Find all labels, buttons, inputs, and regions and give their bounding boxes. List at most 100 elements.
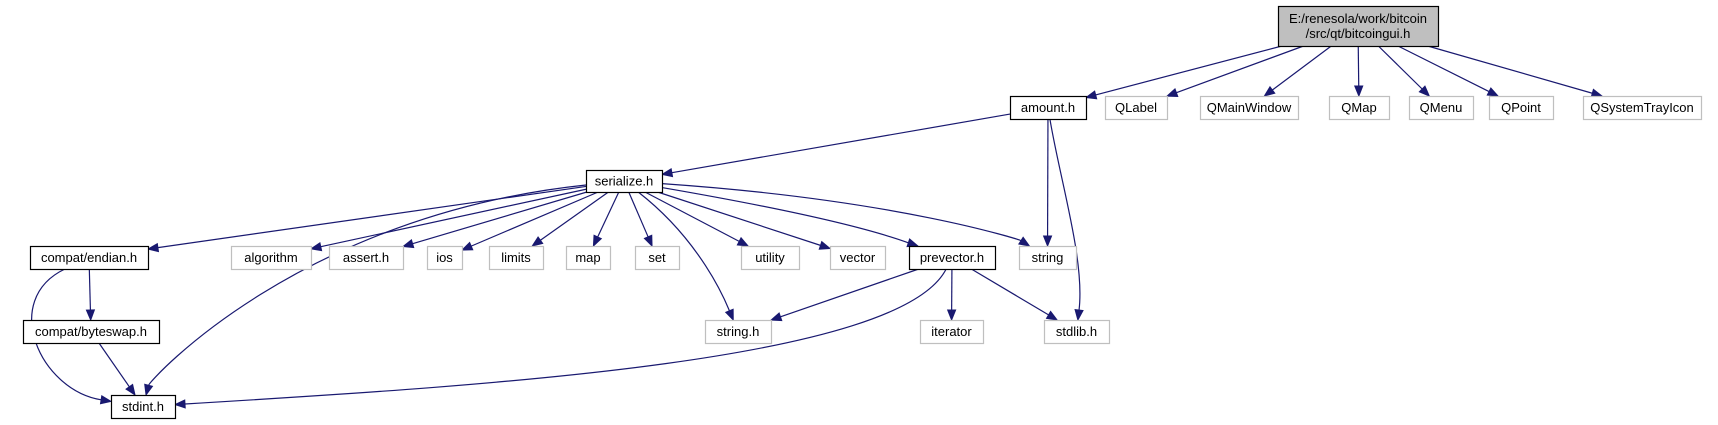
node-label: limits (501, 250, 531, 265)
arrowhead (1018, 236, 1031, 247)
node-label: QSystemTrayIcon (1590, 100, 1694, 115)
edge-line (1397, 45, 1490, 93)
node-root[interactable]: E:/renesola/work/bitcoin/src/qt/bitcoing… (1277, 5, 1440, 48)
node-label: ios (436, 250, 453, 265)
edge-serialize-to-limits (531, 191, 609, 247)
node-label: QMainWindow (1207, 100, 1292, 115)
edge-root-to-qlabel (1165, 45, 1304, 97)
node-label: compat/endian.h (41, 250, 137, 265)
node-box (230, 245, 313, 271)
node-label: stdint.h (122, 399, 164, 414)
edge-byteswap-to-stdint (98, 342, 136, 397)
node-ios: ios (426, 245, 464, 271)
edge-amount-to-stdlib (1049, 118, 1084, 322)
node-prevector[interactable]: prevector.h (908, 245, 997, 271)
node-box (1043, 319, 1111, 345)
arrowhead (660, 167, 674, 178)
edge-serialize-to-map (592, 191, 620, 248)
node-label: algorithm (244, 250, 297, 265)
node-box (1582, 95, 1703, 121)
arrowhead (146, 242, 160, 253)
arrowhead (592, 234, 603, 248)
node-box (634, 245, 681, 271)
node-label: string (1032, 250, 1064, 265)
node-utility: utility (740, 245, 801, 271)
node-box (1009, 95, 1088, 121)
edge-line (1377, 45, 1423, 90)
node-qmenu: QMenu (1408, 95, 1475, 121)
node-label: map (575, 250, 600, 265)
node-serialize[interactable]: serialize.h (585, 169, 664, 194)
node-stdlib: stdlib.h (1043, 319, 1111, 345)
edge-line (637, 191, 730, 311)
edge-line (661, 186, 909, 244)
node-label: amount.h (1021, 100, 1075, 115)
edge-line (470, 191, 599, 247)
edge-line (1427, 45, 1593, 94)
node-box (29, 245, 150, 271)
edge-serialize-to-assert (401, 191, 588, 249)
edge-root-to-qmainwindow (1263, 45, 1332, 97)
node-stringh: string.h (704, 319, 773, 345)
node-qsystemtrayicon: QSystemTrayIcon (1582, 95, 1703, 121)
edge-prevector-to-stringh (769, 268, 919, 322)
edge-amount-to-string (1042, 118, 1053, 248)
arrowhead (85, 309, 96, 322)
node-label: serialize.h (595, 174, 654, 189)
edge-line (412, 191, 588, 245)
edge-serialize-to-set (628, 191, 653, 248)
node-box (1018, 245, 1078, 271)
edge-line (540, 191, 609, 241)
node-label: set (648, 250, 666, 265)
node-label: iterator (931, 324, 972, 339)
edge-line (597, 191, 620, 238)
node-stdint[interactable]: stdint.h (110, 394, 177, 420)
node-box (1104, 95, 1169, 121)
node-box (740, 245, 801, 271)
arrowhead (1418, 85, 1431, 97)
node-label: assert.h (343, 250, 389, 265)
edge-serialize-to-prevector (661, 186, 920, 248)
node-byteswap[interactable]: compat/byteswap.h (22, 319, 161, 345)
arrowhead (643, 234, 653, 248)
edge-root-to-amount (1084, 45, 1283, 100)
edge-serialize-to-algorithm (309, 188, 587, 252)
arrowhead (1263, 85, 1276, 97)
edge-root-to-qmap (1353, 45, 1364, 98)
edge-prevector-to-stdlib (971, 268, 1059, 321)
node-label: QMap (1341, 100, 1376, 115)
node-limits: limits (488, 245, 545, 271)
node-box (328, 245, 405, 271)
edge-line (971, 268, 1049, 316)
node-box (1408, 95, 1475, 121)
node-label: vector (840, 250, 876, 265)
edge-line (1176, 45, 1304, 94)
edge-line (1049, 118, 1081, 311)
edge-line (1095, 45, 1283, 96)
arrowhead (1486, 87, 1500, 97)
edge-amount-to-serialize (660, 113, 1011, 178)
edge-endian-to-byteswap (85, 268, 96, 322)
node-algorithm: algorithm (230, 245, 313, 271)
node-label: utility (755, 250, 785, 265)
arrowhead (99, 395, 113, 405)
node-box (426, 245, 464, 271)
node-endian[interactable]: compat/endian.h (29, 245, 150, 271)
arrowhead (531, 236, 544, 247)
edge-prevector-to-stdint (173, 268, 947, 409)
node-box (565, 245, 612, 271)
arrowhead (460, 241, 474, 251)
node-iterator: iterator (919, 319, 985, 345)
edge-line (98, 342, 130, 388)
arrowhead (1353, 85, 1364, 98)
arrowhead (769, 312, 783, 322)
node-amount[interactable]: amount.h (1009, 95, 1088, 121)
edge-serialize-to-ios (460, 191, 599, 251)
node-string: string (1018, 245, 1078, 271)
node-label: stdlib.h (1056, 324, 1097, 339)
edge-serialize-to-stdint (144, 184, 587, 397)
node-box (704, 319, 773, 345)
edge-line (657, 191, 821, 246)
arrowhead (724, 308, 734, 322)
